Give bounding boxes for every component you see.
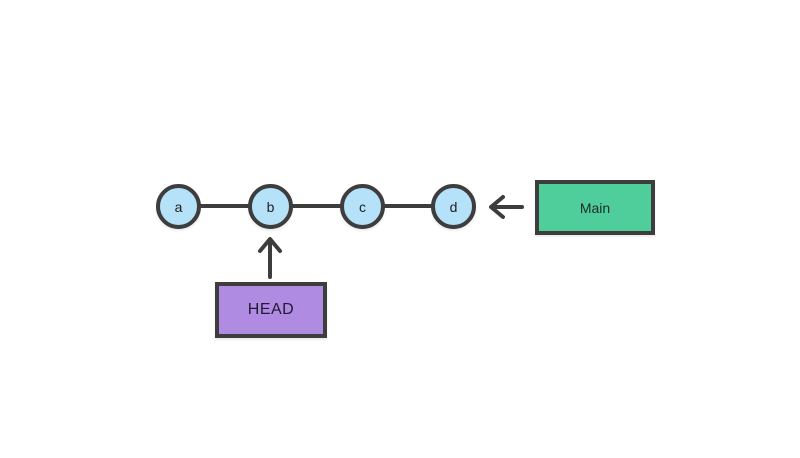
edge-c-d [382, 204, 433, 208]
commit-node-d-label: d [449, 198, 458, 215]
main-branch-box[interactable]: Main [535, 180, 655, 235]
commit-node-c-label: c [359, 198, 366, 215]
commit-node-a[interactable]: a [156, 184, 201, 229]
commit-node-d[interactable]: d [431, 184, 476, 229]
arrow-left-icon [489, 195, 524, 219]
arrow-up-icon [258, 237, 282, 279]
commit-node-b-label: b [266, 198, 275, 215]
edge-a-b [198, 204, 250, 208]
head-label: HEAD [247, 301, 295, 318]
commit-node-a-label: a [174, 198, 183, 215]
edge-b-c [290, 204, 342, 208]
commit-node-c[interactable]: c [340, 184, 385, 229]
main-branch-label: Main [579, 199, 611, 216]
commit-node-b[interactable]: b [248, 184, 293, 229]
head-box[interactable]: HEAD [215, 282, 327, 338]
